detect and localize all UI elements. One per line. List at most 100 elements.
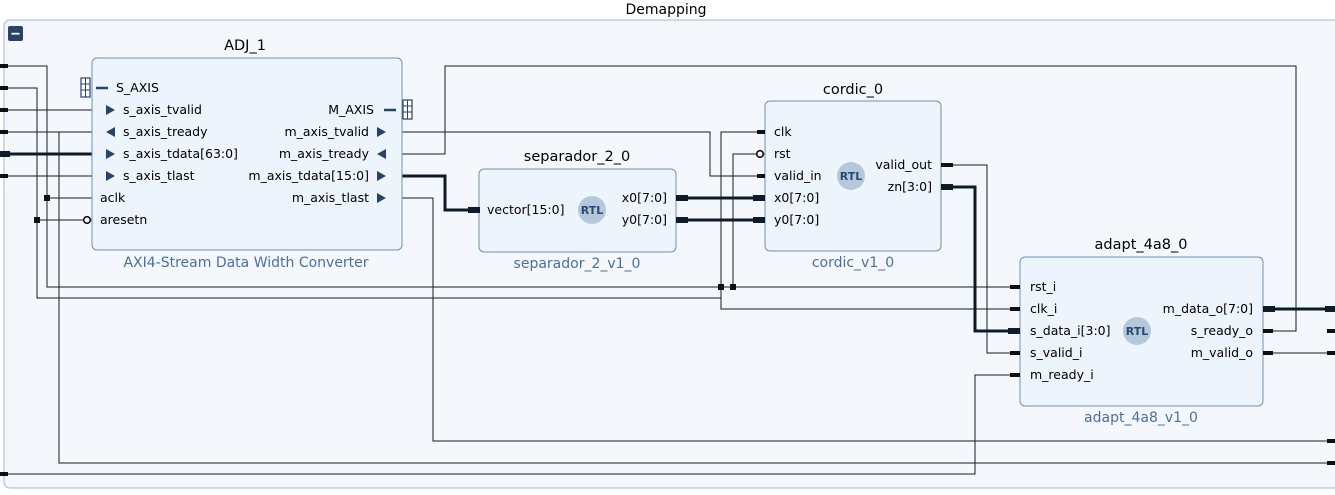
pin-stub bbox=[1010, 373, 1020, 377]
port-s-axis-tready[interactable]: s_axis_tready bbox=[123, 124, 208, 139]
port-x0[interactable]: x0[7:0] bbox=[622, 190, 667, 205]
pin-stub bbox=[941, 163, 953, 167]
junction-rst bbox=[718, 284, 724, 290]
port-m-axis: M_AXIS bbox=[328, 102, 374, 117]
port-m-axis-tvalid[interactable]: m_axis_tvalid bbox=[284, 124, 369, 139]
port-vector[interactable]: vector[15:0] bbox=[487, 202, 564, 217]
block-separador-2-0[interactable]: separador_2_0 separador_2_v1_0 vector[15… bbox=[468, 149, 688, 272]
svg-text:RTL: RTL bbox=[1126, 325, 1149, 338]
bus-pin-stub bbox=[468, 207, 480, 213]
junction-clk bbox=[730, 284, 736, 290]
rtl-badge-icon: RTL bbox=[1123, 317, 1151, 345]
port-s-ready-o[interactable]: s_ready_o bbox=[1191, 323, 1253, 338]
bus-pin-stub bbox=[941, 184, 953, 190]
hierarchy-title: Demapping bbox=[625, 2, 706, 18]
block-separador-subtitle: separador_2_v1_0 bbox=[514, 256, 641, 272]
pin-stub bbox=[1010, 307, 1020, 311]
block-adj-1[interactable]: ADJ_1 AXI4-Stream Data Width Converter S… bbox=[80, 38, 413, 271]
svg-text:RTL: RTL bbox=[581, 204, 604, 217]
wire-s-axis-tready-out bbox=[58, 131, 1335, 464]
port-valid-out[interactable]: valid_out bbox=[875, 157, 932, 172]
bus-pin-stub bbox=[1263, 306, 1275, 312]
port-aclk[interactable]: aclk bbox=[100, 190, 126, 205]
port-s-axis: S_AXIS bbox=[116, 80, 159, 95]
arrow-left-icon bbox=[106, 127, 115, 137]
port-m-axis-tdata[interactable]: m_axis_tdata[15:0] bbox=[248, 168, 369, 183]
bus-pin-stub bbox=[1008, 328, 1020, 334]
port-s-data-i[interactable]: s_data_i[3:0] bbox=[1030, 323, 1111, 338]
wire-cordic-rst bbox=[732, 153, 765, 287]
port-m-data-o[interactable]: m_data_o[7:0] bbox=[1163, 301, 1253, 316]
junction-aclk bbox=[44, 195, 50, 201]
arrow-right-icon bbox=[106, 149, 115, 159]
block-adj-1-subtitle: AXI4-Stream Data Width Converter bbox=[123, 255, 368, 271]
wire-aclk bbox=[0, 65, 92, 199]
port-cordic-x0[interactable]: x0[7:0] bbox=[774, 190, 819, 205]
port-cordic-y0[interactable]: y0[7:0] bbox=[774, 212, 819, 227]
block-adj-1-body[interactable] bbox=[91, 57, 403, 251]
bus-pin-stub bbox=[753, 217, 765, 223]
port-zn[interactable]: zn[3:0] bbox=[888, 179, 932, 194]
bus-m-axis-tdata bbox=[402, 174, 479, 212]
port-rst[interactable]: rst bbox=[774, 146, 791, 161]
arrow-right-icon bbox=[106, 171, 115, 181]
wire-valid-out bbox=[941, 164, 1020, 354]
wires bbox=[0, 65, 1335, 475]
block-separador-title: separador_2_0 bbox=[524, 149, 630, 165]
block-cordic-subtitle: cordic_v1_0 bbox=[812, 255, 894, 271]
s-axis-interface-icon[interactable] bbox=[80, 77, 91, 98]
bus-pin-stub bbox=[753, 195, 765, 201]
port-y0[interactable]: y0[7:0] bbox=[622, 212, 667, 227]
port-clk-i[interactable]: clk_i bbox=[1030, 301, 1057, 316]
arrow-left-icon bbox=[377, 149, 386, 159]
wire-clk-to-rst-i bbox=[46, 198, 1020, 288]
block-adapt-title: adapt_4a8_0 bbox=[1095, 237, 1188, 253]
wire-m-axis-tvalid bbox=[402, 131, 765, 177]
wire-m-ready-i bbox=[0, 374, 1020, 475]
bus-pin-stub bbox=[676, 195, 688, 201]
port-aresetn[interactable]: aresetn bbox=[100, 212, 147, 227]
wire-aresetn bbox=[0, 87, 92, 221]
wire-m-axis-tready bbox=[402, 65, 1297, 332]
wire-clk-i bbox=[720, 298, 1020, 310]
port-m-axis-tready[interactable]: m_axis_tready bbox=[279, 146, 370, 161]
arrow-right-icon bbox=[377, 171, 386, 181]
minus-icon[interactable] bbox=[8, 26, 23, 41]
arrow-right-icon bbox=[377, 127, 386, 137]
pin-stub bbox=[1010, 285, 1020, 289]
port-s-axis-tlast[interactable]: s_axis_tlast bbox=[123, 168, 195, 183]
edge-port-stubs bbox=[0, 64, 1335, 476]
block-adapt-subtitle: adapt_4a8_v1_0 bbox=[1084, 410, 1198, 426]
inverted-pin-icon bbox=[755, 149, 765, 159]
svg-text:RTL: RTL bbox=[840, 170, 863, 183]
port-valid-in[interactable]: valid_in bbox=[774, 168, 822, 183]
pin-stub bbox=[757, 174, 765, 178]
block-cordic-0[interactable]: cordic_0 cordic_v1_0 clk rst valid_in x0… bbox=[753, 82, 953, 271]
inverted-pin-icon bbox=[82, 215, 92, 225]
arrow-right-icon bbox=[377, 193, 386, 203]
pin-stub bbox=[1263, 351, 1273, 355]
port-rst-i[interactable]: rst_i bbox=[1030, 279, 1056, 294]
junction-aresetn bbox=[34, 217, 40, 223]
port-m-ready-i[interactable]: m_ready_i bbox=[1030, 367, 1094, 382]
pin-stub bbox=[1263, 329, 1273, 333]
wire-m-axis-tlast bbox=[402, 197, 1335, 442]
port-m-axis-tlast[interactable]: m_axis_tlast bbox=[292, 190, 369, 205]
port-s-valid-i[interactable]: s_valid_i bbox=[1030, 345, 1082, 360]
m-axis-interface-icon[interactable] bbox=[402, 99, 413, 120]
pin-stub bbox=[1010, 351, 1020, 355]
arrow-right-icon bbox=[106, 105, 115, 115]
rtl-badge-icon: RTL bbox=[837, 162, 865, 190]
block-adapt-4a8-0[interactable]: adapt_4a8_0 adapt_4a8_v1_0 rst_i clk_i s… bbox=[1008, 237, 1275, 426]
port-s-axis-tvalid[interactable]: s_axis_tvalid bbox=[123, 102, 202, 117]
port-clk[interactable]: clk bbox=[774, 124, 792, 139]
block-cordic-title: cordic_0 bbox=[823, 82, 883, 98]
bus-zn bbox=[941, 185, 1020, 333]
block-adj-1-title: ADJ_1 bbox=[224, 38, 266, 54]
port-m-valid-o[interactable]: m_valid_o bbox=[1191, 345, 1253, 360]
pin-stub bbox=[757, 130, 765, 134]
rtl-badge-icon: RTL bbox=[578, 196, 606, 224]
port-s-axis-tdata[interactable]: s_axis_tdata[63:0] bbox=[123, 146, 238, 161]
bus-pin-stub bbox=[676, 217, 688, 223]
